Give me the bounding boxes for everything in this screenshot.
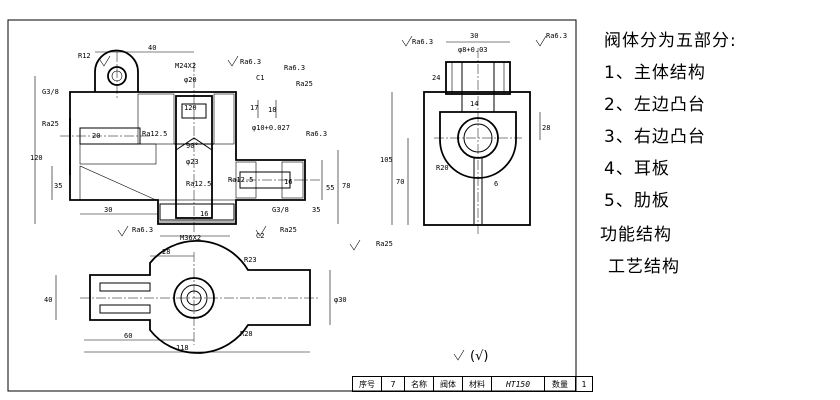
dim-120: 120 <box>184 104 197 112</box>
dim-m36: M36X2 <box>180 234 201 242</box>
top-28: 28 <box>162 248 170 256</box>
side-6: 6 <box>494 180 498 188</box>
side-24: 24 <box>432 74 440 82</box>
dim-ra63-c: Ra6.3 <box>306 130 327 138</box>
tb-material-value: HT150 <box>492 377 545 391</box>
tb-qty-value: 1 <box>581 379 587 389</box>
top-d30: φ30 <box>334 296 347 304</box>
side-105: 105 <box>380 156 393 164</box>
tb-material-label: 材料 <box>463 377 492 391</box>
tb-qty-label: 数量 <box>545 377 576 391</box>
note-item-1: 1、主体结构 <box>604 63 706 83</box>
title-block: 序号 7 名称 阀体 材料 HT150 数量 1 <box>352 376 593 392</box>
drawing-frame <box>7 19 577 392</box>
dim-c1: C1 <box>256 74 264 82</box>
dim-c2: C2 <box>256 232 264 240</box>
note-item-3: 3、右边凸台 <box>604 127 706 147</box>
dim-16b: 16 <box>200 210 208 218</box>
dim-g38-left: G3/8 <box>42 88 59 96</box>
note-item-2: 2、左边凸台 <box>604 95 706 115</box>
dim-ra25-c: Ra25 <box>376 240 393 248</box>
side-30: 30 <box>470 32 478 40</box>
tb-seq-value: 7 <box>382 377 405 391</box>
tb-name-value: 阀体 <box>434 377 463 391</box>
dim-ra25-b: Ra25 <box>280 226 297 234</box>
dim-40-top: 40 <box>148 44 156 52</box>
top-r23: R23 <box>244 256 257 264</box>
dim-16: 16 <box>284 178 292 186</box>
roughness-marks <box>99 35 547 361</box>
top-40: 40 <box>44 296 52 304</box>
side-ra63: Ra6.3 <box>412 38 433 46</box>
dim-90deg: 90° <box>186 142 199 150</box>
dim-30: 30 <box>104 206 112 214</box>
note-extra-2: 工艺结构 <box>608 257 680 277</box>
side-d8: φ8+0.03 <box>458 46 488 54</box>
dim-78: 78 <box>342 182 350 190</box>
dim-ra125-a: Ra12.5 <box>142 130 167 138</box>
dim-ra63-b: Ra6.3 <box>284 64 305 72</box>
dim-18: 18 <box>268 106 276 114</box>
side-70: 70 <box>396 178 404 186</box>
top-view <box>55 239 331 354</box>
dim-20-left: 20 <box>92 132 100 140</box>
dim-d23: φ23 <box>186 158 199 166</box>
note-item-5: 5、肋板 <box>604 191 670 211</box>
dim-55: 55 <box>326 184 334 192</box>
side-14: 14 <box>470 100 478 108</box>
top-r28: R28 <box>240 330 253 338</box>
side-ra63b: Ra6.3 <box>546 32 567 40</box>
side-r20: R20 <box>436 164 449 172</box>
dim-ra63-d: Ra6.3 <box>132 226 153 234</box>
dim-120v: 120 <box>30 154 43 162</box>
dim-35b: 35 <box>312 206 320 214</box>
dim-m24: M24X2 <box>175 62 196 70</box>
top-118: 118 <box>176 344 189 352</box>
dim-d20: φ20 <box>184 76 197 84</box>
tb-seq-label: 序号 <box>353 377 382 391</box>
side-28: 28 <box>542 124 550 132</box>
note-item-4: 4、耳板 <box>604 159 670 179</box>
dim-g38-right: G3/8 <box>272 206 289 214</box>
dim-r12: R12 <box>78 52 91 60</box>
side-view <box>391 41 541 234</box>
dim-d10: φ10+0.027 <box>252 124 290 132</box>
dim-ra25-left: Ra25 <box>42 120 59 128</box>
dim-17: 17 <box>250 104 258 112</box>
top-60: 60 <box>124 332 132 340</box>
note-extra-1: 功能结构 <box>600 225 672 245</box>
dim-ra125-c: Ra12.5 <box>228 176 253 184</box>
front-view <box>34 49 339 237</box>
dim-ra125-b: Ra12.5 <box>186 180 211 188</box>
notes-heading: 阀体分为五部分: <box>604 31 737 51</box>
surface-note: (√) <box>470 349 488 364</box>
dim-35: 35 <box>54 182 62 190</box>
dim-ra63-a: Ra6.3 <box>240 58 261 66</box>
dim-ra25-a: Ra25 <box>296 80 313 88</box>
tb-name-label: 名称 <box>405 377 434 391</box>
